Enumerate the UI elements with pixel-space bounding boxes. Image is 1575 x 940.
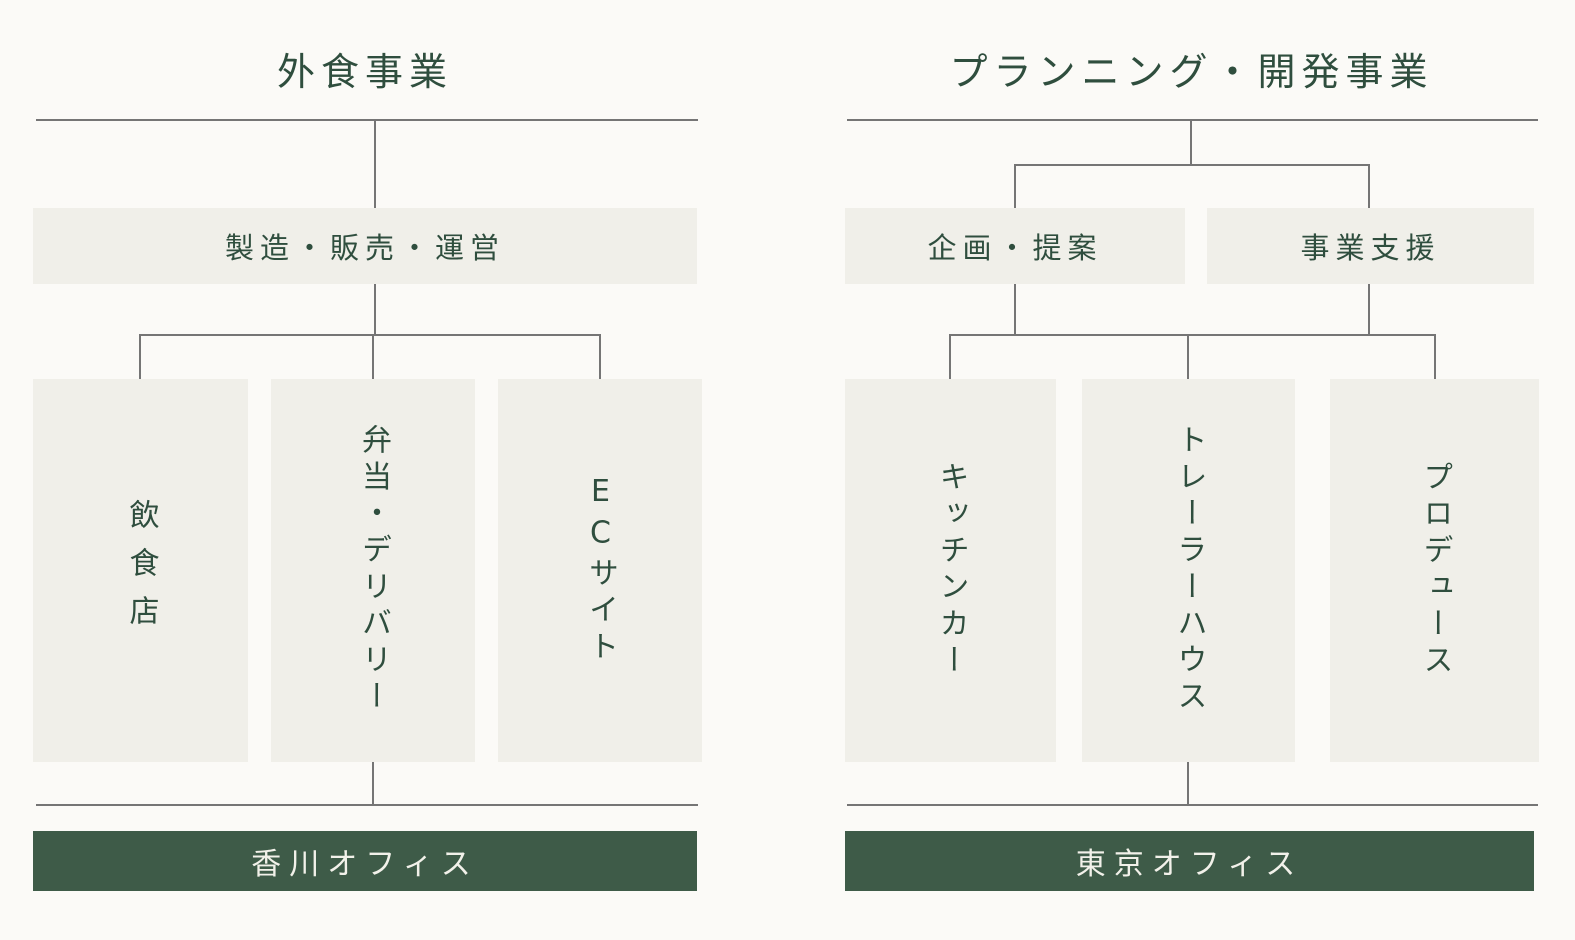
- connector-line: [949, 334, 951, 379]
- connector-line: [139, 334, 141, 379]
- section-title-restaurant: 外食事業: [276, 50, 453, 94]
- connector-line: [1190, 120, 1192, 165]
- level3-box-bento-delivery: 弁当・デリバリー: [271, 379, 475, 762]
- level3-label: プロデュース: [1417, 460, 1453, 681]
- connector-line: [1187, 762, 1189, 805]
- connector-line: [374, 120, 376, 208]
- level2-label: 企画・提案: [927, 231, 1103, 265]
- connector-line: [847, 119, 1538, 121]
- office-label: 香川オフィス: [251, 847, 479, 882]
- section-title-planning: プランニング・開発事業: [949, 50, 1434, 94]
- level3-box-kitchen-car: キッチンカー: [845, 379, 1056, 762]
- level2-box-manufacture-sales-operation: 製造・販売・運営: [33, 208, 697, 284]
- office-bar-kagawa: 香川オフィス: [33, 831, 697, 891]
- level3-box-produce: プロデュース: [1330, 379, 1539, 762]
- level3-label: トレーラーハウス: [1171, 424, 1207, 717]
- connector-line: [36, 804, 698, 806]
- connector-line: [36, 119, 698, 121]
- connector-line: [1187, 334, 1189, 379]
- level3-box-ec-site: ECサイト: [498, 379, 702, 762]
- connector-line: [374, 284, 376, 335]
- level3-box-trailer-house: トレーラーハウス: [1082, 379, 1295, 762]
- connector-line: [140, 334, 601, 336]
- connector-line: [1014, 284, 1016, 335]
- connector-line: [1434, 334, 1436, 379]
- level3-label: ECサイト: [583, 474, 618, 667]
- connector-line: [1368, 284, 1370, 335]
- connector-line: [372, 762, 374, 805]
- connector-line: [599, 334, 601, 379]
- level2-box-planning-proposal: 企画・提案: [845, 208, 1185, 284]
- level3-box-restaurant: 飲食店: [33, 379, 248, 762]
- connector-line: [1368, 164, 1370, 208]
- connector-line: [1014, 164, 1016, 208]
- level3-label: 弁当・デリバリー: [356, 424, 391, 717]
- level2-box-business-support: 事業支援: [1207, 208, 1534, 284]
- connector-line: [372, 334, 374, 379]
- connector-line: [950, 334, 1436, 336]
- connector-line: [1014, 164, 1370, 166]
- office-bar-tokyo: 東京オフィス: [845, 831, 1534, 891]
- connector-line: [847, 804, 1538, 806]
- level3-label: キッチンカー: [933, 460, 969, 681]
- level2-label: 製造・販売・運営: [224, 231, 505, 265]
- office-label: 東京オフィス: [1075, 847, 1304, 882]
- level3-label: 飲食店: [123, 498, 159, 643]
- level2-label: 事業支援: [1300, 231, 1441, 265]
